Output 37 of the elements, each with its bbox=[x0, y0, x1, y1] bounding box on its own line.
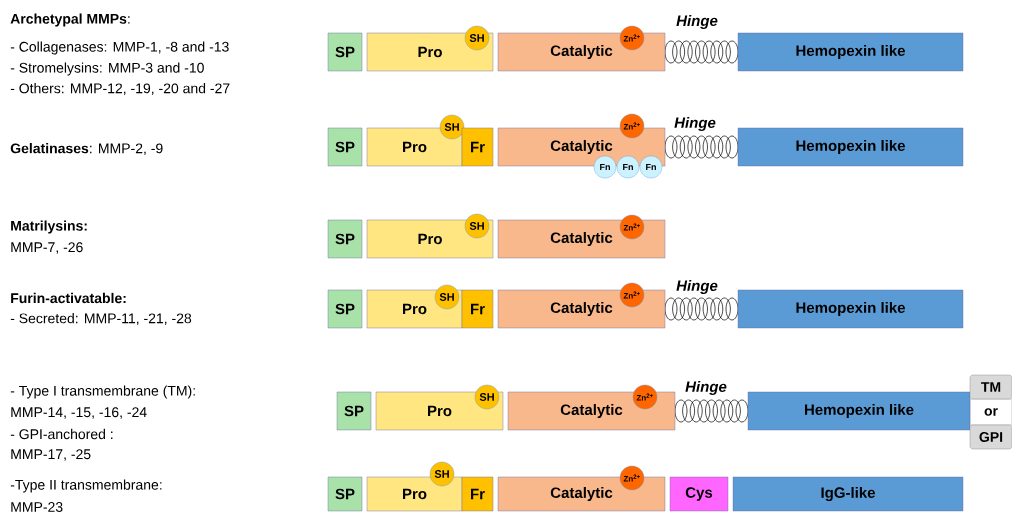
domain-box: Hemopexin like bbox=[737, 289, 964, 329]
hinge-label: Hinge bbox=[676, 280, 718, 294]
domain-box: Fr bbox=[461, 476, 494, 512]
domain-box: Fr bbox=[461, 127, 494, 167]
domain-box: Hemopexin like bbox=[747, 391, 971, 431]
domain-box: SP bbox=[336, 391, 372, 431]
category-heading: Matrilysins: bbox=[11, 220, 87, 234]
domain-box: Cys bbox=[669, 476, 729, 512]
category-text: MMP-7, -26 bbox=[11, 242, 83, 254]
category-text: MMP-17, -25 bbox=[11, 449, 91, 461]
category-text: -Type II transmembrane: bbox=[10, 479, 162, 493]
category-text: - Stromelysins: MMP-3 and -10 bbox=[10, 62, 204, 76]
category-text: - Collagenases: MMP-1, -8 and -13 bbox=[10, 41, 229, 55]
hinge-label: Hinge bbox=[676, 15, 718, 29]
domain-box: IgG-like bbox=[732, 476, 964, 512]
domain-box: Hemopexin like bbox=[737, 32, 964, 72]
domain-box: TM bbox=[969, 374, 1012, 400]
or-label: or bbox=[984, 408, 998, 416]
domain-box: SP bbox=[327, 127, 363, 167]
domain-box: SP bbox=[327, 289, 363, 329]
domain-box: SP bbox=[327, 219, 363, 259]
category-heading: Furin-activatable: bbox=[11, 292, 126, 304]
category-heading: Archetypal MMPs: bbox=[10, 13, 130, 27]
category-text: - Type I transmembrane (TM): bbox=[10, 385, 195, 399]
domain-box: Hemopexin like bbox=[737, 127, 964, 167]
category-text: MMP-14, -15, -16, -24 bbox=[11, 407, 147, 419]
category-text: - GPI-anchored : bbox=[10, 428, 113, 440]
hinge-label: Hinge bbox=[674, 117, 716, 131]
hinge-label: Hinge bbox=[685, 381, 727, 395]
category-text: MMP-23 bbox=[11, 502, 63, 512]
domain-box: SP bbox=[327, 32, 363, 72]
domain-box: Fr bbox=[461, 289, 494, 329]
category-text: - Secreted: MMP-11, -21, -28 bbox=[10, 313, 192, 325]
domain-box: GPI bbox=[969, 424, 1012, 450]
category-text: Gelatinases: MMP-2, -9 bbox=[10, 143, 163, 155]
domain-box: SP bbox=[327, 476, 363, 512]
category-text: - Others: MMP-12, -19, -20 and -27 bbox=[10, 83, 230, 95]
